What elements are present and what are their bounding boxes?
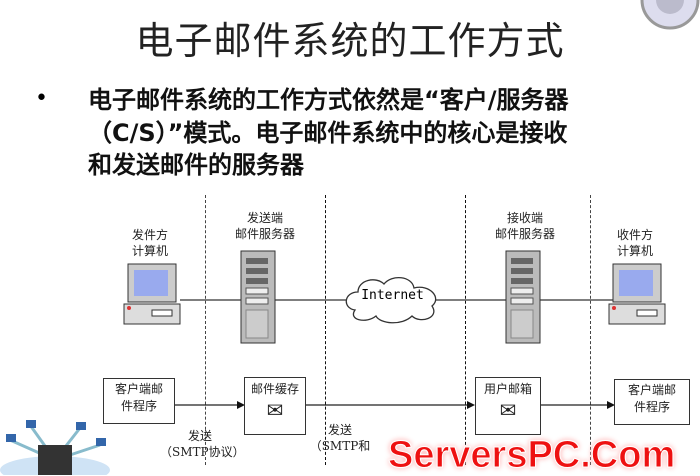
computer-icon <box>123 263 181 325</box>
user-mailbox-box: 用户邮箱✉ <box>475 377 541 435</box>
transfer-label: 发送（SMTP和 <box>309 423 371 453</box>
bullet-marker: • <box>35 86 48 111</box>
divider <box>205 195 206 465</box>
recv-server-label: 接收端邮件服务器 <box>494 211 555 241</box>
server-icon <box>240 250 276 344</box>
client-program-box-right: 客户端邮件程序 <box>614 379 690 425</box>
computer-icon <box>608 263 666 325</box>
bullet-line-3: 和发送邮件的服务器 <box>88 151 304 179</box>
envelope-icon: ✉ <box>266 398 284 422</box>
divider <box>325 195 326 465</box>
internet-label: Internet <box>361 288 424 303</box>
slide-title: 电子邮件系统的工作方式 <box>135 19 565 63</box>
cloud-icon <box>345 277 437 324</box>
server-icon <box>505 250 541 344</box>
decorative-emblem <box>640 0 700 30</box>
bullet-line-2: （C/S）”模式。电子邮件系统中的核心是接收 <box>88 119 568 147</box>
send-smtp-label: 发送（SMTP协议） <box>160 429 245 459</box>
divider <box>590 195 591 465</box>
recv-pc-label: 收件方计算机 <box>616 228 653 258</box>
send-server-label: 发送端邮件服务器 <box>234 211 295 241</box>
envelope-icon: ✉ <box>499 398 517 422</box>
bullet-line-1: 电子邮件系统的工作方式依然是“客户/服务器 <box>88 86 569 114</box>
watermark: ServersPC.Com <box>387 434 676 476</box>
divider <box>465 195 466 465</box>
sender-pc-label: 发件方计算机 <box>131 228 168 258</box>
mail-cache-box: 邮件缓存✉ <box>244 377 306 435</box>
network-illustration <box>0 420 110 475</box>
client-program-box-left: 客户端邮件程序 <box>103 378 175 424</box>
